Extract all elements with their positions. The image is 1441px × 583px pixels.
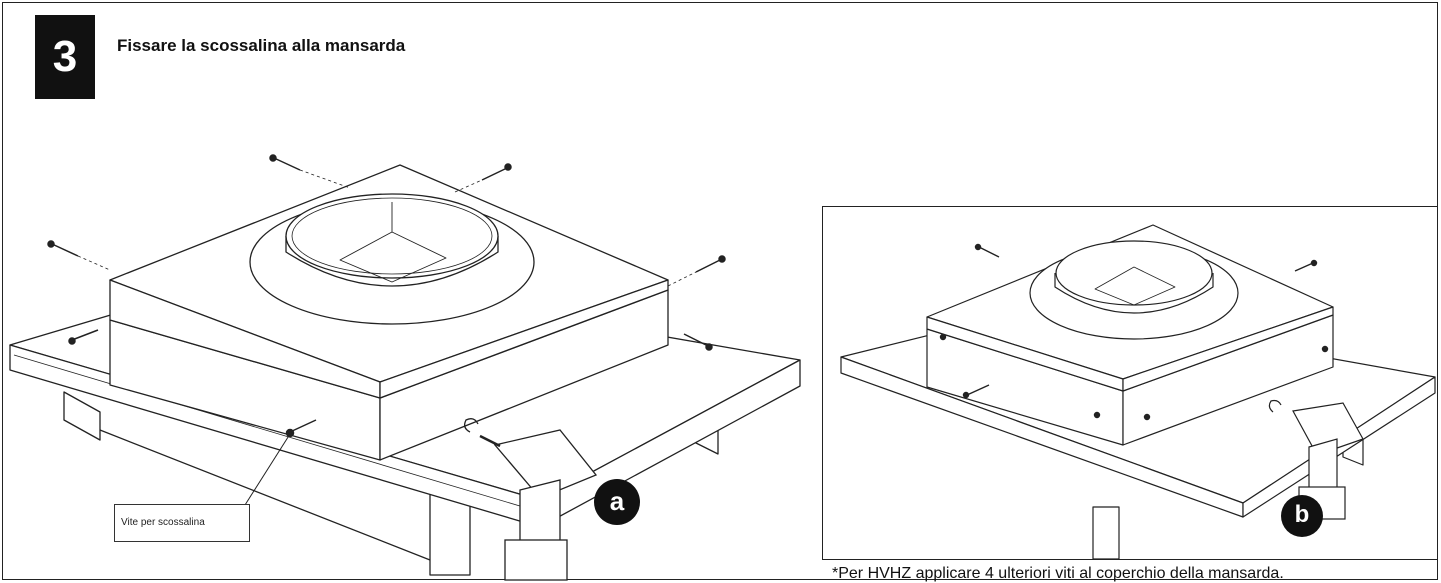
marker-a: a bbox=[594, 479, 640, 525]
main-illustration bbox=[9, 154, 801, 581]
screw bbox=[695, 259, 721, 273]
screw bbox=[683, 333, 709, 347]
marker-b: b bbox=[1281, 495, 1323, 537]
footnote: *Per HVHZ applicare 4 ulteriori viti al … bbox=[832, 565, 1284, 582]
screw-callout-label: Vite per scossalina bbox=[114, 504, 250, 542]
screw bbox=[481, 167, 508, 181]
inset-illustration bbox=[840, 224, 1436, 560]
screw bbox=[51, 243, 79, 257]
screw bbox=[289, 419, 317, 433]
screw bbox=[273, 157, 301, 171]
step-title: Fissare la scossalina alla mansarda bbox=[117, 36, 406, 55]
step-number-badge: 3 bbox=[35, 15, 95, 99]
support-leg bbox=[63, 391, 101, 441]
inset-panel: b bbox=[822, 206, 1438, 560]
screw bbox=[71, 329, 99, 341]
